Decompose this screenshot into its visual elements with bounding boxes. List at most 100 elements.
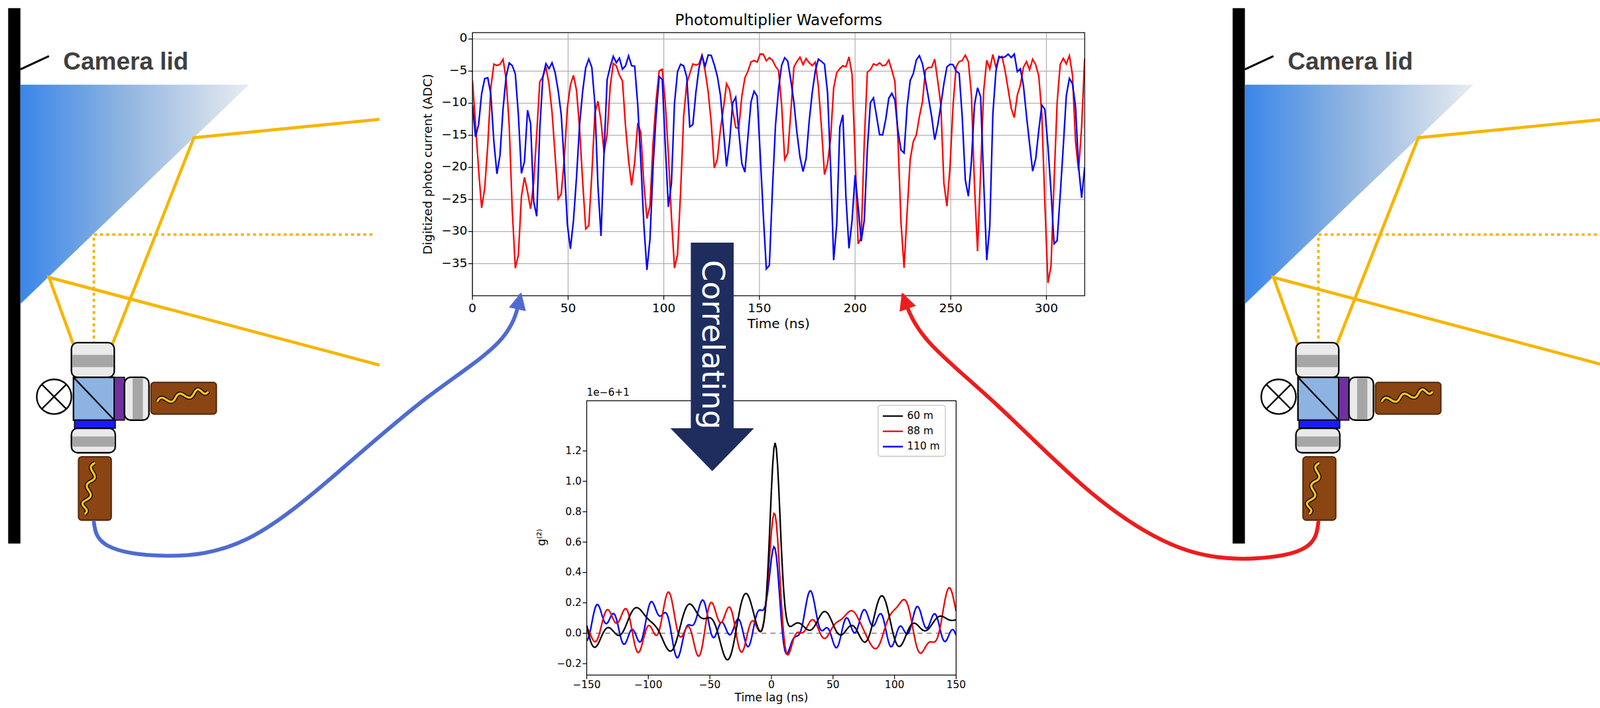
tick-label: −5 bbox=[449, 64, 467, 79]
tick-label: 0.2 bbox=[565, 597, 582, 610]
tick-label: 150 bbox=[946, 679, 966, 692]
tick-mark bbox=[582, 664, 587, 665]
tick-mark bbox=[955, 675, 957, 680]
tick-label: 150 bbox=[747, 301, 771, 316]
tick-label: −20 bbox=[441, 160, 468, 175]
axis-title: Digitized photo current (ADC) bbox=[421, 73, 436, 255]
legend-sample bbox=[882, 427, 904, 434]
tick-label: 0.6 bbox=[565, 536, 582, 549]
tick-mark bbox=[468, 70, 473, 72]
tick-mark bbox=[758, 295, 760, 300]
arrow-body bbox=[670, 242, 755, 472]
illustration-part bbox=[472, 53, 1085, 283]
grid-line bbox=[758, 32, 760, 296]
tick-label: 50 bbox=[826, 679, 840, 692]
tick-label: 200 bbox=[843, 301, 867, 316]
tick-label: 0.4 bbox=[565, 567, 582, 580]
tick-mark bbox=[709, 675, 711, 680]
legend-sample bbox=[882, 443, 904, 450]
correlation-line bbox=[587, 443, 957, 661]
tick-label: −10 bbox=[441, 96, 468, 111]
tick-mark bbox=[832, 675, 834, 680]
arrow-label: Correlating bbox=[694, 260, 730, 430]
plot-frame bbox=[587, 401, 957, 676]
legend-label: 88 m bbox=[907, 425, 934, 437]
legend-sample bbox=[882, 412, 904, 419]
grid-line bbox=[472, 199, 1085, 200]
camera-unit: Camera lid bbox=[7, 7, 372, 523]
tick-label: −30 bbox=[441, 224, 468, 239]
legend-line bbox=[882, 430, 904, 432]
signal-cable bbox=[902, 295, 1319, 560]
grid-line bbox=[472, 231, 1085, 233]
tick-mark bbox=[472, 295, 473, 300]
tick-label: −0.2 bbox=[556, 658, 582, 670]
tick-mark bbox=[582, 511, 587, 513]
axis-title: g⁽²⁾ bbox=[536, 529, 550, 547]
tick-mark bbox=[468, 167, 473, 168]
tick-mark bbox=[468, 134, 473, 136]
tick-label: 0 bbox=[459, 31, 468, 46]
tick-mark bbox=[567, 295, 569, 300]
camera-unit: Camera lid bbox=[1232, 7, 1597, 523]
waveform-line bbox=[472, 54, 1085, 270]
tick-label: 100 bbox=[884, 679, 905, 692]
tick-label: 300 bbox=[1034, 301, 1059, 316]
part-label: Camera lid bbox=[63, 47, 189, 75]
tick-mark bbox=[648, 675, 649, 680]
correlation-chart bbox=[582, 401, 956, 680]
chart-title: Photomultiplier Waveforms bbox=[674, 11, 882, 30]
legend-row: 88 m bbox=[882, 423, 940, 439]
grid-line bbox=[663, 32, 665, 296]
grid-line bbox=[472, 38, 1085, 40]
tick-label: 1.2 bbox=[565, 445, 582, 458]
plots bbox=[468, 32, 1085, 680]
tick-mark bbox=[854, 295, 856, 300]
illustration-part bbox=[587, 443, 957, 661]
tick-mark bbox=[468, 38, 473, 40]
legend-row: 110 m bbox=[882, 438, 940, 454]
legend-line bbox=[882, 415, 904, 417]
baseline bbox=[587, 633, 957, 635]
tick-label: 250 bbox=[939, 301, 963, 316]
tick-mark bbox=[770, 675, 772, 680]
tick-label: 50 bbox=[560, 301, 577, 316]
tick-mark bbox=[582, 480, 587, 482]
axis-title: Time (ns) bbox=[747, 317, 810, 333]
tick-mark bbox=[894, 675, 895, 680]
tick-label: 0 bbox=[768, 679, 775, 692]
correlation-line bbox=[587, 513, 957, 657]
tick-label: 0 bbox=[468, 301, 477, 316]
tick-mark bbox=[468, 102, 473, 104]
grid-line bbox=[472, 263, 1085, 265]
tick-label: −35 bbox=[441, 256, 468, 271]
tick-label: −15 bbox=[441, 128, 468, 142]
grid-line bbox=[567, 32, 569, 296]
tick-label: 100 bbox=[652, 301, 676, 316]
tick-mark bbox=[468, 231, 473, 233]
legend: 60 m 88 m 110 m bbox=[877, 405, 946, 458]
waveform-line bbox=[472, 53, 1085, 283]
tick-mark bbox=[582, 633, 587, 635]
legend-label: 110 m bbox=[907, 441, 940, 453]
tick-mark bbox=[950, 295, 952, 300]
signal-cable bbox=[94, 295, 521, 556]
plot-ground bbox=[587, 401, 957, 676]
tick-label: 0.0 bbox=[565, 627, 582, 640]
tick-label: −150 bbox=[572, 679, 601, 692]
tick-label: −100 bbox=[634, 679, 663, 692]
tick-mark bbox=[468, 263, 473, 265]
legend-label: 60 m bbox=[907, 409, 934, 422]
tick-mark bbox=[586, 675, 588, 680]
correlating-arrow: Correlating bbox=[670, 242, 755, 472]
tick-label: 1.0 bbox=[565, 475, 582, 488]
tick-mark bbox=[582, 541, 587, 543]
tick-label: −50 bbox=[699, 679, 721, 692]
tick-mark bbox=[582, 602, 587, 604]
camera-left bbox=[7, 7, 380, 544]
waveform-chart bbox=[468, 32, 1085, 300]
tick-mark bbox=[1046, 295, 1047, 300]
